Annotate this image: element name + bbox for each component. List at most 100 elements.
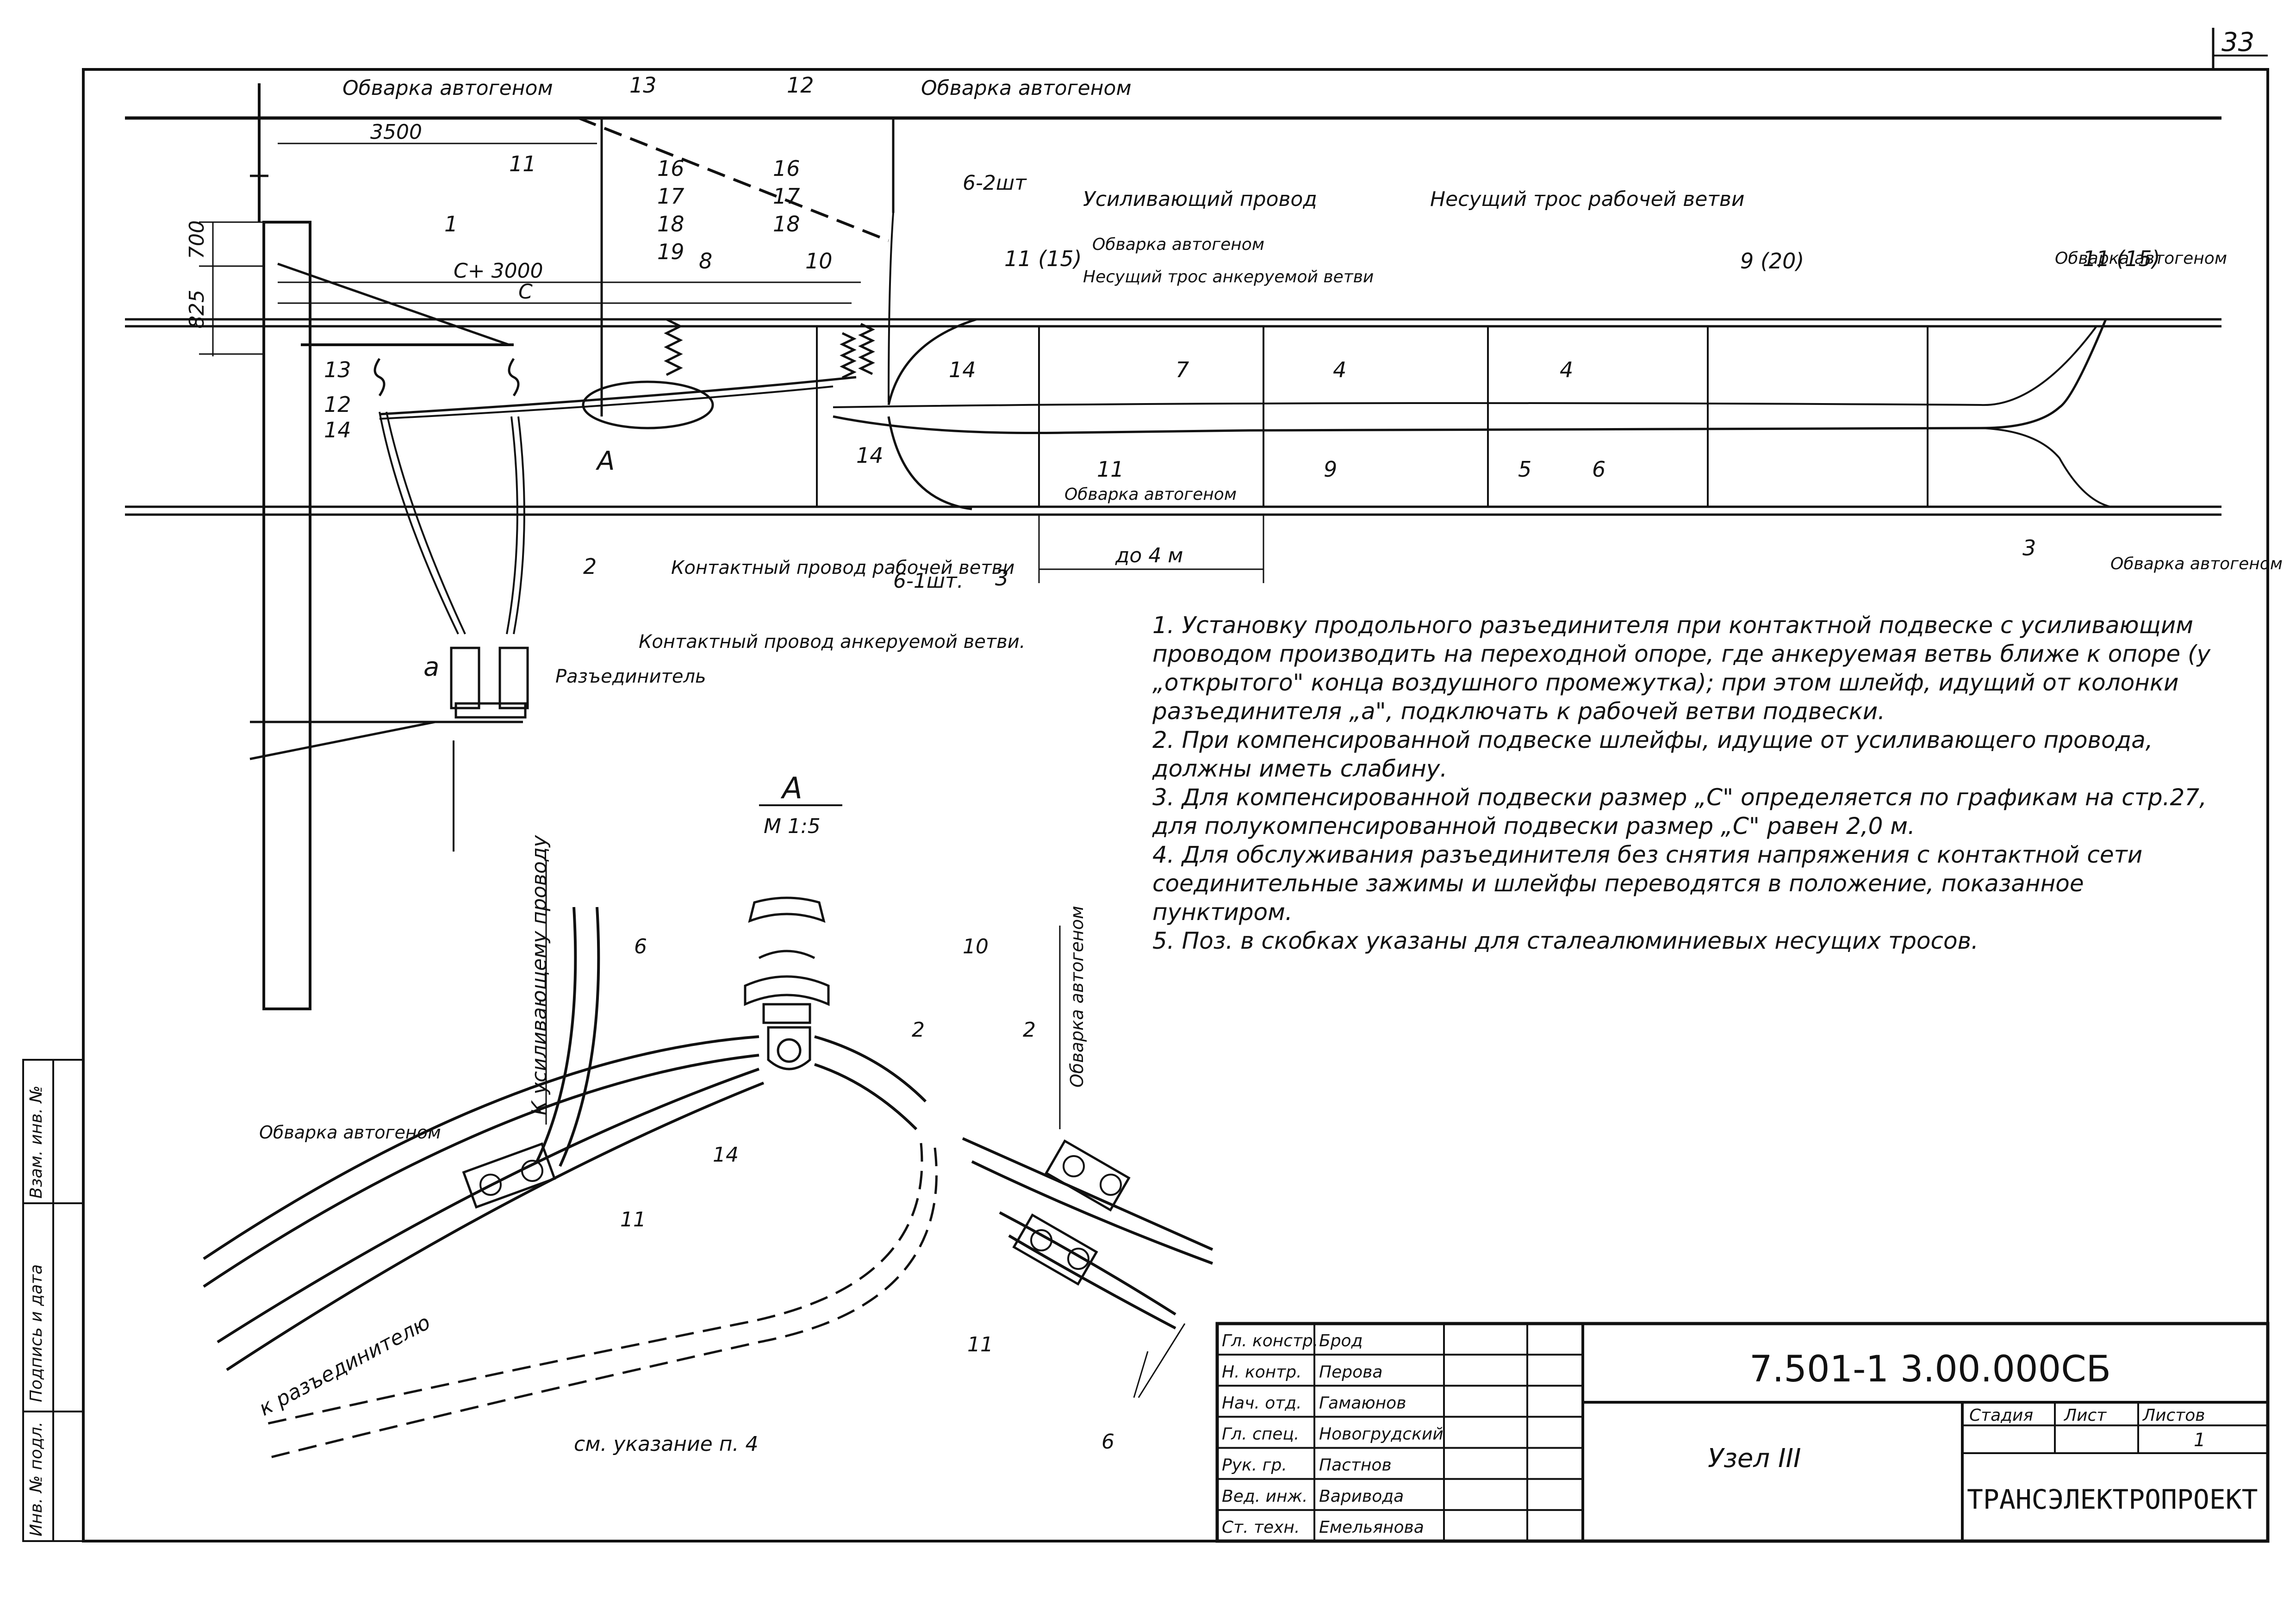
callout-13b: 13 [324, 357, 351, 382]
stamp-podpis: Подпись и дата [27, 1264, 46, 1402]
dim-3500: 3500 [370, 120, 422, 144]
callout-13a: 13 [629, 73, 657, 98]
callout-17: 17 [657, 184, 684, 209]
label-usil-provod: Усиливающий провод [1083, 187, 1317, 211]
tb-person-name: Емельянова [1319, 1518, 1424, 1537]
tb-stage-header: Стадия [1969, 1406, 2033, 1425]
callout-12b: 12 [324, 392, 351, 417]
tb-role: Н. контр. [1222, 1362, 1302, 1381]
detail-scale: М 1:5 [764, 815, 821, 838]
dim-3000: С+ 3000 [454, 259, 543, 283]
callout-10: 10 [805, 249, 833, 274]
label-sm-ukaz: см. указание п. 4 [574, 1432, 758, 1456]
detail-callout-6: 6 [634, 935, 647, 958]
dim-700: 700 [185, 220, 209, 259]
tb-role: Ст. техн. [1222, 1518, 1300, 1537]
detail-a [203, 804, 1213, 1459]
callout-17b: 17 [773, 184, 800, 209]
callout-11b: 11 (15) [1004, 246, 1082, 271]
callout-7: 7 [1176, 357, 1189, 382]
stamp-vzam: Взам. инв. № [27, 1086, 46, 1199]
label-obvarka-top-left: Обварка автогеном [342, 76, 553, 100]
callout-16b: 16 [773, 156, 800, 181]
detail-callout-2a: 2 [912, 1018, 925, 1042]
pos-a: а [423, 652, 439, 682]
label-obvarka-right-bottom: Обварка автогеном [2110, 554, 2283, 573]
callout-1: 1 [444, 211, 458, 236]
tb-sheets-value: 1 [2194, 1430, 2205, 1451]
callout-14a: 14 [324, 417, 351, 442]
label-to-razed: к разъединителю [255, 1311, 434, 1421]
label-nes-tros-rab: Несущий трос рабочей ветви [1430, 187, 1744, 211]
tb-person-name: Пастнов [1319, 1456, 1392, 1475]
callout-16: 16 [657, 156, 684, 181]
tb-person-name: Гамаюнов [1319, 1393, 1406, 1412]
dim-c: С [518, 280, 533, 304]
tb-sheet-header: Лист [2063, 1406, 2107, 1425]
note-3: 3. Для компенсированной подвески размер … [1152, 784, 2207, 839]
stamp-inv-podl: Инв. № подл. [27, 1422, 46, 1536]
sheet-frame [82, 68, 2269, 1542]
main-elevation [125, 83, 2221, 1010]
label-obvarka-mid: Обварка автогеном [1092, 235, 1264, 254]
detail-callout-10: 10 [963, 935, 989, 958]
label-razedinitel: Разъединитель [555, 666, 706, 687]
callout-2: 2 [583, 554, 597, 579]
tb-person-name: Варивода [1319, 1487, 1404, 1506]
tb-sheets-header: Листов [2142, 1406, 2205, 1425]
callout-5: 5 [1518, 457, 1531, 482]
tb-role: Нач. отд. [1222, 1393, 1302, 1412]
label-obvarka-lower: Обварка автогеном [1064, 485, 1237, 504]
callout-11c: 11 (15) [2083, 246, 2160, 271]
side-stamp: Инв. № подл. Подпись и дата Взам. инв. № [22, 1059, 84, 1542]
tb-person-name: Новогрудский [1319, 1425, 1444, 1444]
title-block [1215, 1322, 2270, 1543]
label-kontakt-ank: Контактный провод анкеруемой ветви. [639, 631, 1025, 653]
callout-3: 3 [995, 566, 1008, 591]
note-1: 1. Установку продольного разъединителя п… [1152, 612, 2211, 725]
view-a-mark: А [596, 446, 615, 476]
detail-callout-6b: 6 [1101, 1430, 1114, 1454]
callout-9b: 9 (20) [1740, 249, 1804, 274]
callout-14c: 14 [856, 443, 884, 468]
tb-role: Вед. инж. [1222, 1487, 1307, 1506]
callout-9: 9 [1324, 457, 1337, 482]
callout-12a: 12 [787, 73, 814, 98]
label-obvarka-detail-right: Обварка автогеном [1067, 906, 1087, 1088]
qty-6-1: 6-1шт. [893, 569, 964, 593]
tb-person-name: Перова [1319, 1362, 1382, 1381]
label-kontakt-rab: Контактный провод рабочей ветви [671, 557, 1014, 578]
callout-19: 19 [657, 239, 684, 264]
label-to-usil: К усиливающему проводу [528, 835, 551, 1115]
label-obvarka-right: Обварка автогеном [2055, 249, 2227, 268]
callout-6: 6 [1592, 457, 1605, 482]
note-4: 4. Для обслуживания разъединителя без сн… [1152, 841, 2143, 926]
tb-role: Гл. спец. [1222, 1425, 1299, 1444]
callout-18b: 18 [773, 211, 800, 236]
note-2: 2. При компенсированной подвеске шлейфы,… [1152, 727, 2153, 782]
qty-6-2: 6-2шт [963, 171, 1027, 195]
callout-8: 8 [699, 249, 712, 274]
notes-block: 1. Установку продольного разъединителя п… [1152, 611, 2217, 955]
detail-callout-11b: 11 [967, 1333, 993, 1356]
detail-callout-11a: 11 [620, 1208, 646, 1231]
note-5: 5. Поз. в скобках указаны для сталеалюми… [1152, 927, 1979, 954]
doc-code: 7.501-1 3.00.000СБ [1749, 1349, 2111, 1390]
tb-org: ТРАНСЭЛЕКТРОПРОЕКТ [1967, 1484, 2258, 1515]
dim-825: 825 [185, 290, 209, 329]
callout-11a: 11 [509, 151, 536, 176]
label-nes-tros-ank: Несущий трос анкеруемой ветви [1083, 267, 1374, 286]
label-obvarka-top-right: Обварка автогеном [921, 76, 1132, 100]
callout-11d: 11 [1097, 457, 1124, 482]
tb-person-name: Брод [1319, 1331, 1363, 1350]
page-number: 33 [2221, 27, 2254, 57]
doc-name: Узел III [1708, 1443, 1801, 1474]
detail-callout-14: 14 [713, 1143, 739, 1167]
callout-4a: 4 [1333, 357, 1346, 382]
tb-role: Гл. констр. [1222, 1331, 1318, 1350]
detail-callout-2b: 2 [1023, 1018, 1036, 1042]
tb-role: Рук. гр. [1222, 1456, 1287, 1475]
dim-4m: до 4 м [1115, 544, 1183, 567]
